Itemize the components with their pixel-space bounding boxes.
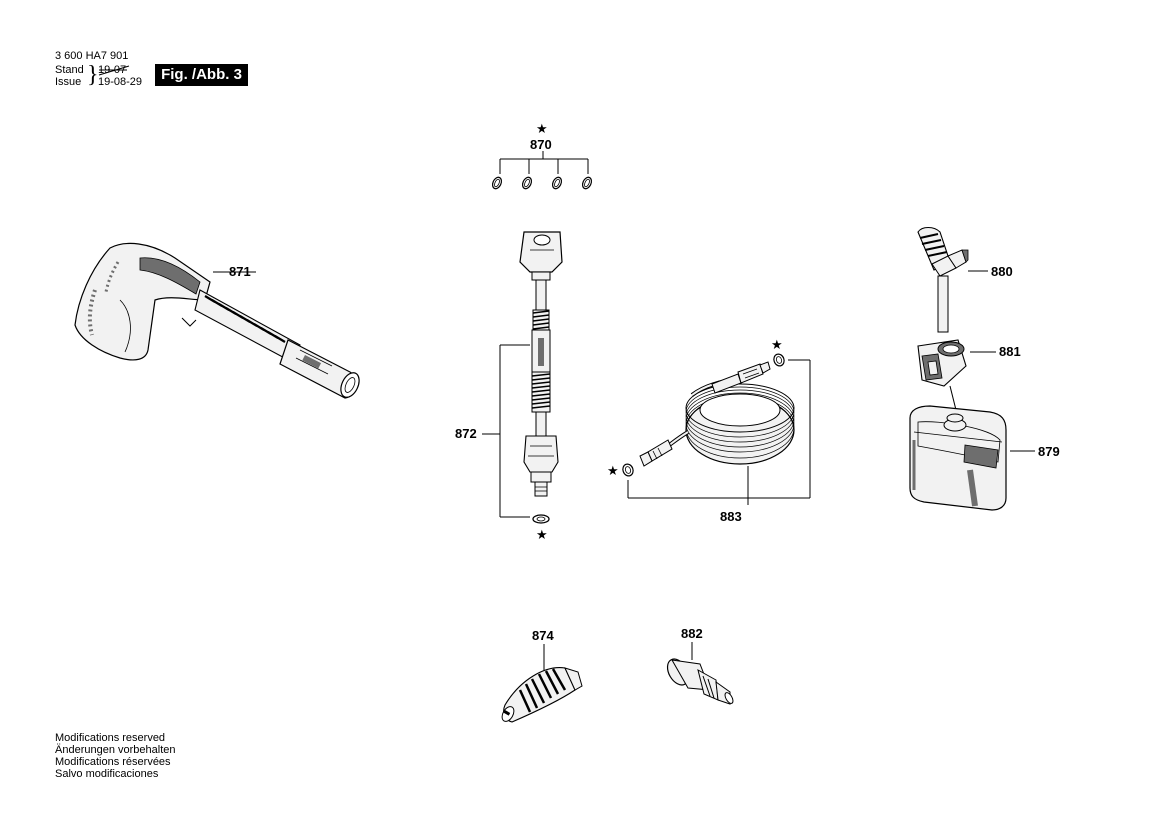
brace-glyph: } [87,62,99,88]
issue-label: Issue [55,76,82,88]
note-line: Salvo modificaciones [55,768,159,780]
label-882: 882 [681,626,703,641]
part-871-spray-gun[interactable]: 871 [74,242,363,400]
label-870: 870 [530,137,552,152]
part-874-nozzle[interactable]: 874 [500,628,583,723]
part-881-adapter-cap[interactable]: 881 [917,339,1021,411]
part-880-detergent-nozzle[interactable]: 880 [917,226,1013,333]
new-date: 19-08-29 [98,76,143,88]
label-872: 872 [455,426,477,441]
document-number: 3 600 HA7 901 [55,50,129,62]
footer-notes: Modifications reserved Änderungen vorbeh… [55,732,175,780]
star-marker: ★ [536,528,548,543]
part-882-connector[interactable]: 882 [663,626,734,705]
stand-label: Stand [55,64,84,76]
label-879: 879 [1038,444,1060,459]
label-874: 874 [532,628,554,643]
part-879-detergent-tank[interactable]: 879 [909,405,1060,511]
label-881: 881 [999,344,1021,359]
star-marker: ★ [771,338,783,353]
star-marker: ★ [607,464,619,479]
star-marker: ★ [536,122,548,137]
note-line: Änderungen vorbehalten [55,744,176,756]
label-883: 883 [720,509,742,524]
figure-label: Fig. /Abb. 3 [155,64,248,86]
label-880: 880 [991,264,1013,279]
label-871: 871 [229,264,251,279]
part-872-lance[interactable]: ★ 872 [455,231,563,543]
strike-through-mark [98,65,130,76]
note-line: Modifications reserved [55,732,166,744]
note-line: Modifications réservées [55,756,171,768]
part-883-hose[interactable]: ★ ★ 883 [607,338,811,524]
part-870-orings[interactable]: ★ 870 [491,122,593,190]
